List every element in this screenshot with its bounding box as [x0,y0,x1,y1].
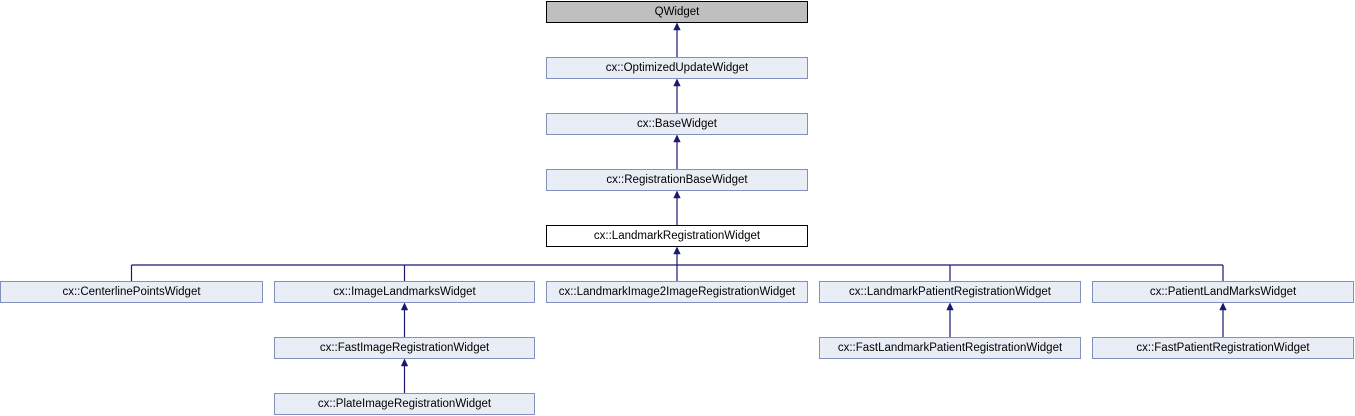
node-patient-landmarks-widget[interactable]: cx::PatientLandMarksWidget [1092,281,1354,303]
arrowhead [673,190,681,199]
node-registration-base-widget[interactable]: cx::RegistrationBaseWidget [546,169,808,191]
node-landmark-registration-widget: cx::LandmarkRegistrationWidget [546,225,808,247]
arrowhead [673,246,681,255]
arrowhead [400,358,409,367]
node-landmark-patient-registration-widget[interactable]: cx::LandmarkPatientRegistrationWidget [819,281,1081,303]
arrowhead [673,78,681,87]
node-qwidget: QWidget [546,1,808,23]
node-fast-image-registration-widget[interactable]: cx::FastImageRegistrationWidget [274,337,535,359]
arrowhead [673,134,681,143]
node-centerline-points-widget[interactable]: cx::CenterlinePointsWidget [0,281,263,303]
node-landmark-image2image-registration-widget[interactable]: cx::LandmarkImage2ImageRegistrationWidge… [546,281,808,303]
arrowhead [400,302,409,311]
node-plate-image-registration-widget[interactable]: cx::PlateImageRegistrationWidget [274,393,535,415]
arrowhead [673,22,681,31]
node-optimized-update-widget[interactable]: cx::OptimizedUpdateWidget [546,57,808,79]
node-fast-patient-registration-widget[interactable]: cx::FastPatientRegistrationWidget [1092,337,1354,359]
arrowhead [1219,302,1227,311]
node-base-widget[interactable]: cx::BaseWidget [546,113,808,135]
arrowhead [946,302,954,311]
node-image-landmarks-widget[interactable]: cx::ImageLandmarksWidget [274,281,535,303]
node-fast-landmark-patient-registration-widget[interactable]: cx::FastLandmarkPatientRegistrationWidge… [819,337,1081,359]
